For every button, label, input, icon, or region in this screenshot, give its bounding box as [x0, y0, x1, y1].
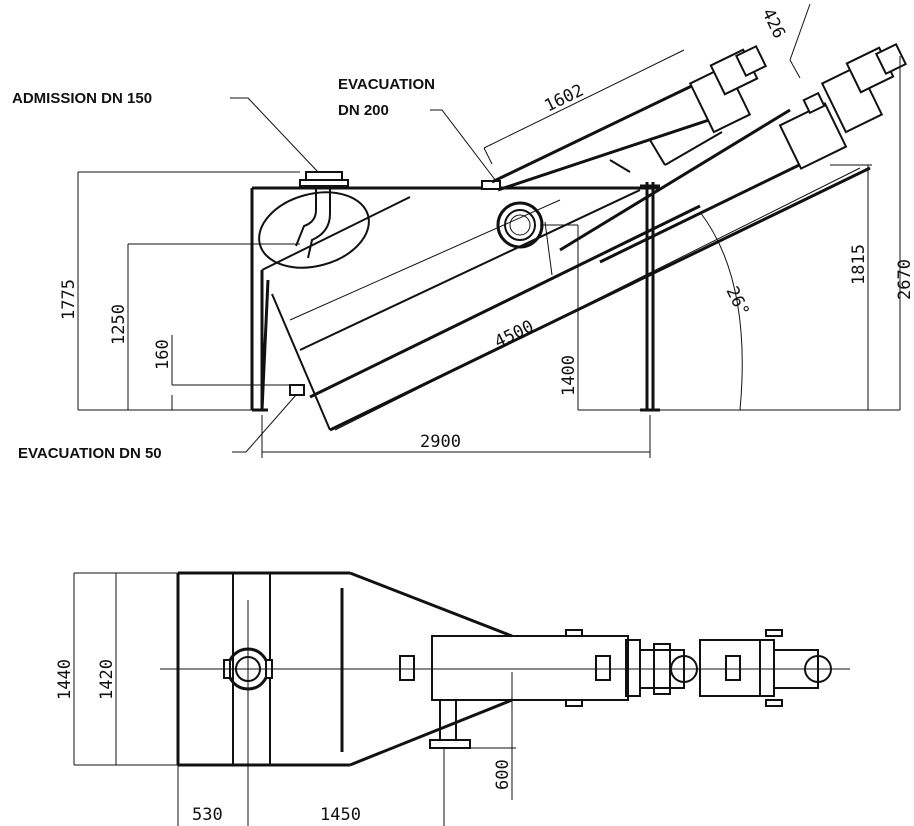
drive-2-plan [699, 629, 832, 707]
dim-2670: 2670 [895, 259, 914, 300]
side-view: ADMISSION DN 150 EVACUATION DN 200 EVACU… [12, 3, 914, 462]
tank-body [250, 166, 871, 432]
evacuation-200-callout-line2: DN 200 [338, 102, 389, 119]
dim-1250: 1250 [109, 304, 129, 345]
evacuation-50-callout: EVACUATION DN 50 [18, 445, 162, 462]
side-dimension-lines [77, 3, 901, 458]
dim-160: 160 [153, 339, 173, 370]
dim-1602: 1602 [541, 81, 587, 117]
dim-600: 600 [493, 759, 513, 790]
dim-angle: 26° [722, 283, 753, 319]
top-dimension-lines [73, 572, 850, 826]
dim-1815: 1815 [849, 244, 869, 285]
motor-1 [688, 44, 768, 134]
dim-1775: 1775 [59, 279, 79, 320]
dim-1450: 1450 [320, 805, 361, 825]
upper-auger [491, 80, 723, 192]
admission-inlet [258, 171, 370, 269]
dim-4500: 4500 [491, 317, 537, 353]
top-view: 1440 1420 530 1450 600 [55, 571, 850, 826]
evacuation-dn50-drain [289, 384, 305, 396]
callout-leaders [230, 97, 497, 453]
evacuation-200-callout-line1: EVACUATION [338, 76, 435, 93]
lower-auger [559, 91, 848, 264]
dim-2900: 2900 [420, 432, 461, 452]
evacuation-dn200-outlet [481, 180, 544, 249]
dim-1440: 1440 [55, 659, 75, 700]
dim-1400: 1400 [559, 355, 579, 396]
motor-2 [820, 42, 908, 134]
admission-callout: ADMISSION DN 150 [12, 90, 152, 107]
dim-426: 426 [758, 5, 789, 41]
support-leg [640, 182, 660, 412]
dim-530: 530 [192, 805, 223, 825]
dim-1420: 1420 [97, 659, 117, 700]
